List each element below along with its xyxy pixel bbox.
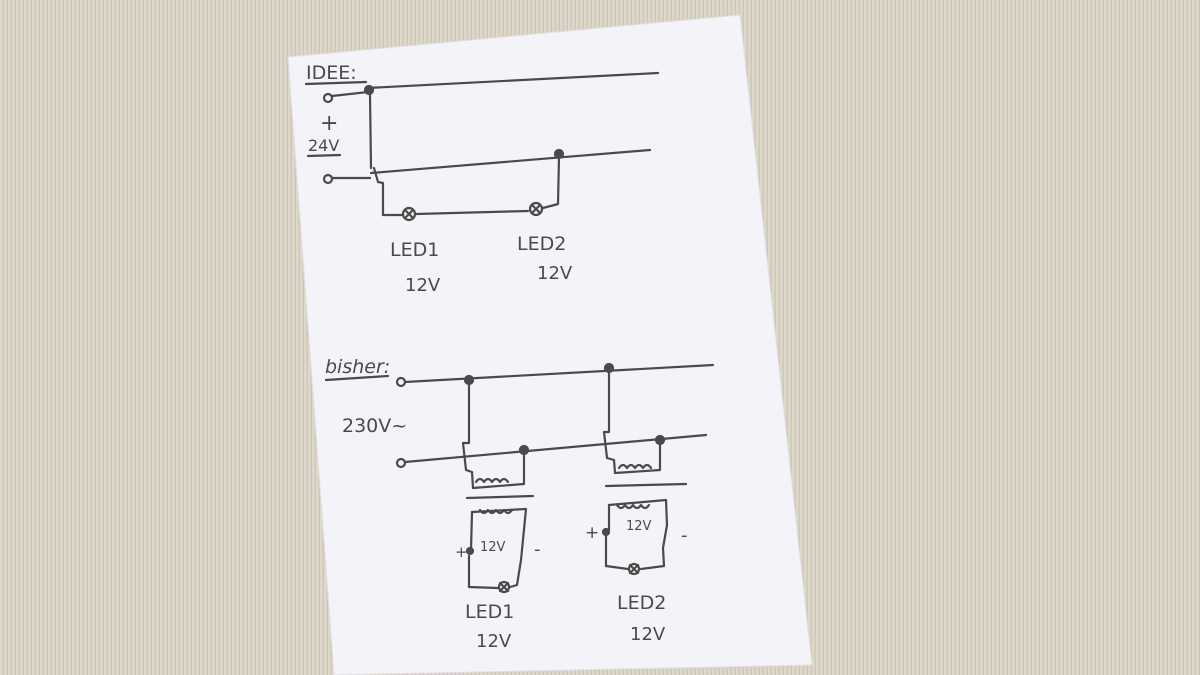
top-led1-voltage: 12V — [405, 275, 441, 296]
left-primary-coil — [474, 477, 510, 484]
top-node-1 — [363, 84, 375, 96]
second-rail — [369, 148, 652, 175]
right-plus-sign: + — [585, 523, 599, 543]
bottom-title: bisher: — [325, 356, 390, 378]
top-circuit-labels: IDEE: + 24V LED1 12V LED2 12V — [306, 62, 573, 296]
mains-voltage: 230V~ — [342, 415, 407, 437]
title-underline-bottom — [324, 374, 390, 382]
top-circuit-diagram — [304, 71, 660, 222]
left-plus-node — [465, 546, 475, 556]
plus-terminal-link — [330, 90, 370, 98]
right-secondary-return — [604, 503, 630, 571]
vertical-drop — [368, 92, 373, 170]
bottom-circuit-diagram — [324, 362, 715, 594]
bottom-node-2 — [603, 362, 615, 374]
right-minus-sign: - — [681, 525, 688, 546]
top-led1-label: LED1 — [390, 239, 439, 261]
plus-terminal — [322, 92, 334, 104]
left-transformer-primary — [461, 382, 526, 490]
bottom-led1-voltage: 12V — [476, 631, 512, 652]
top-led2-label: LED2 — [517, 233, 566, 255]
right-transformer-node — [654, 434, 666, 446]
left-transformer-core — [465, 494, 535, 500]
led2-return — [541, 155, 561, 210]
right-inner-voltage: 12V — [626, 519, 652, 534]
left-secondary-return — [467, 510, 500, 590]
title-underline-top — [304, 80, 368, 86]
right-led-symbol-icon — [627, 562, 641, 576]
right-secondary-coil — [615, 503, 651, 510]
bottom-node-1 — [463, 374, 475, 386]
left-transformer-node — [518, 444, 530, 456]
left-plus-sign: + — [455, 543, 468, 561]
voltage-underline-top — [306, 153, 342, 158]
paper-sheet — [287, 14, 813, 675]
right-primary-coil — [617, 463, 653, 470]
left-minus-sign: - — [534, 539, 541, 560]
top-rail — [366, 71, 660, 90]
led-loop — [372, 166, 404, 217]
left-inner-voltage: 12V — [480, 540, 506, 555]
mains-rail-1 — [403, 363, 715, 384]
right-transformer-core — [604, 482, 688, 488]
right-plus-node — [601, 527, 611, 537]
bottom-led2-label: LED2 — [617, 592, 666, 614]
right-transformer-primary — [602, 370, 662, 475]
top-led2-voltage: 12V — [537, 263, 573, 284]
top-title: IDEE: — [306, 62, 357, 84]
bottom-led1-label: LED1 — [465, 601, 514, 623]
left-led-symbol-icon — [497, 580, 511, 594]
bottom-circuit-labels: bisher: 230V~ 12V + - 12V + - LED1 12V L… — [325, 356, 688, 652]
led2-symbol-icon — [528, 201, 544, 217]
left-secondary-loop — [470, 507, 528, 589]
supply-voltage: 24V — [308, 136, 339, 155]
bottom-led2-voltage: 12V — [630, 624, 666, 645]
minus-terminal — [322, 173, 334, 185]
right-secondary-loop — [607, 498, 669, 571]
supply-plus-sign: + — [320, 111, 338, 136]
